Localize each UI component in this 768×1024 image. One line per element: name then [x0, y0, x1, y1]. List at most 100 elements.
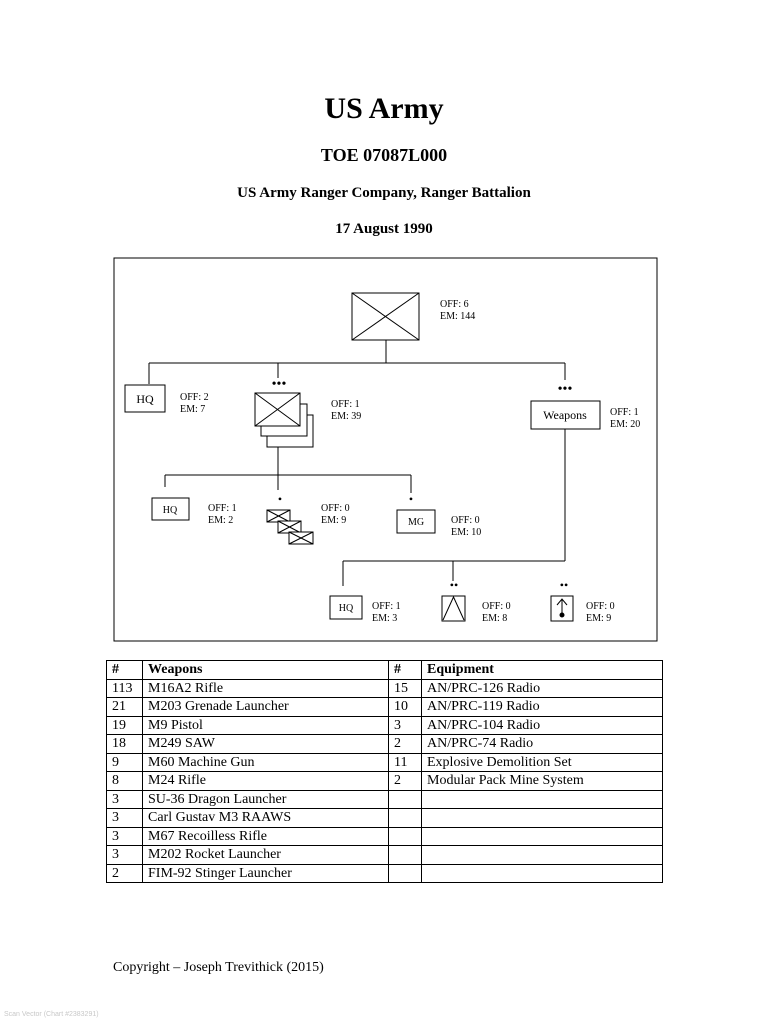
weapon-name-cell: SU-36 Dragon Launcher — [142, 789, 389, 809]
squad-off: OFF: 0 — [321, 503, 350, 514]
equipment-count-cell: 11 — [388, 752, 422, 772]
equipment-count-cell: 3 — [388, 715, 422, 735]
weapon-name-cell: M16A2 Rifle — [142, 678, 389, 698]
equipment-count-header: # — [388, 660, 422, 680]
equipment-count-cell — [388, 789, 422, 809]
platoon-echelon: ••• — [272, 377, 287, 392]
section-b-echelon: •• — [560, 578, 568, 592]
equipment-count-cell — [388, 826, 422, 846]
equipment-count-cell: 2 — [388, 734, 422, 754]
scan-stamp: Scan Vector (Chart #2383291) — [4, 1011, 99, 1018]
platoon-hq-label: HQ — [163, 505, 178, 516]
section-b-off: OFF: 0 — [586, 601, 615, 612]
equipment-name-cell — [421, 808, 663, 828]
weapon-count-cell: 3 — [106, 826, 143, 846]
equipment-count-cell — [388, 845, 422, 865]
equipment-name-cell: AN/PRC-74 Radio — [421, 734, 663, 754]
weapon-count-cell: 2 — [106, 863, 143, 883]
equipment-name-cell: AN/PRC-104 Radio — [421, 715, 663, 735]
weapons-platoon-label: Weapons — [543, 408, 587, 422]
weapon-count-cell: 8 — [106, 771, 143, 791]
company-symbol — [351, 292, 420, 341]
weapon-name-cell: M67 Recoilless Rifle — [142, 826, 389, 846]
mg-squad-off: OFF: 0 — [451, 515, 480, 526]
equipment-name-cell — [421, 845, 663, 865]
weapons-platoon-echelon: ••• — [558, 382, 573, 397]
equipment-name-cell: AN/PRC-126 Radio — [421, 678, 663, 698]
company-hq-off: OFF: 2 — [180, 392, 209, 403]
org-chart: OFF: 6 EM: 144 HQ OFF: 2 EM: 7 ••• OFF: … — [113, 257, 658, 642]
platoon-hq-box — [151, 497, 190, 521]
equipment-name-cell: AN/PRC-119 Radio — [421, 697, 663, 717]
section-a-off: OFF: 0 — [482, 601, 511, 612]
copyright-notice: Copyright – Joseph Trevithick (2015) — [113, 960, 324, 975]
weapons-header: Weapons — [142, 660, 389, 680]
weapon-count-cell: 113 — [106, 678, 143, 698]
company-hq-label: HQ — [136, 392, 154, 406]
equipment-name-cell — [421, 863, 663, 883]
equipment-header: Equipment — [421, 660, 663, 680]
equipment-name-cell: Explosive Demolition Set — [421, 752, 663, 772]
company-hq-em: EM: 7 — [180, 404, 205, 415]
rifle-platoon-symbols — [254, 392, 314, 448]
company-hq-box — [124, 384, 166, 413]
platoon-off: OFF: 1 — [331, 399, 360, 410]
weapon-count-cell: 9 — [106, 752, 143, 772]
equipment-count-cell: 10 — [388, 697, 422, 717]
weapons-hq-label: HQ — [339, 603, 354, 614]
weapons-platoon-box — [530, 400, 601, 430]
company-off: OFF: 6 — [440, 299, 469, 310]
squad-echelon: • — [278, 492, 282, 506]
mg-squad-box — [396, 509, 436, 534]
weapon-name-cell: M9 Pistol — [142, 715, 389, 735]
weapon-count-cell: 21 — [106, 697, 143, 717]
weapon-name-cell: M202 Rocket Launcher — [142, 845, 389, 865]
company-em: EM: 144 — [440, 311, 475, 322]
weapon-name-cell: M60 Machine Gun — [142, 752, 389, 772]
section-a-echelon: •• — [450, 578, 458, 592]
weapons-hq-off: OFF: 1 — [372, 601, 401, 612]
weapon-count-cell: 3 — [106, 789, 143, 809]
weapons-hq-box — [329, 595, 363, 620]
platoon-hq-em: EM: 2 — [208, 515, 233, 526]
table-header-row: # Weapons # Equipment — [106, 660, 663, 680]
mg-squad-label: MG — [408, 517, 424, 528]
weapons-hq-em: EM: 3 — [372, 613, 397, 624]
equipment-count-cell: 2 — [388, 771, 422, 791]
rifle-squad-symbols — [266, 509, 314, 545]
anti-armor-section-symbol — [441, 595, 466, 622]
mg-squad-em: EM: 10 — [451, 527, 481, 538]
weapon-name-cell: M249 SAW — [142, 734, 389, 754]
mortar-section-symbol — [550, 595, 574, 622]
weapon-name-cell: FIM-92 Stinger Launcher — [142, 863, 389, 883]
org-chart-frame — [113, 257, 658, 642]
weapon-count-cell: 3 — [106, 808, 143, 828]
toe-number: TOE 07087L000 — [320, 145, 448, 165]
equipment-name-cell: Modular Pack Mine System — [421, 771, 663, 791]
weapon-name-cell: Carl Gustav M3 RAAWS — [142, 808, 389, 828]
equipment-count-cell: 15 — [388, 678, 422, 698]
weapons-count-header: # — [106, 660, 143, 680]
equipment-count-cell — [388, 863, 422, 883]
platoon-em: EM: 39 — [331, 411, 361, 422]
equipment-name-cell — [421, 789, 663, 809]
section-b-em: EM: 9 — [586, 613, 611, 624]
weapon-count-cell: 19 — [106, 715, 143, 735]
weapon-count-cell: 3 — [106, 845, 143, 865]
weapons-platoon-off: OFF: 1 — [610, 407, 639, 418]
weapon-count-cell: 18 — [106, 734, 143, 754]
equipment-name-cell — [421, 826, 663, 846]
equipment-count-cell — [388, 808, 422, 828]
page-title: US Army — [324, 92, 444, 125]
